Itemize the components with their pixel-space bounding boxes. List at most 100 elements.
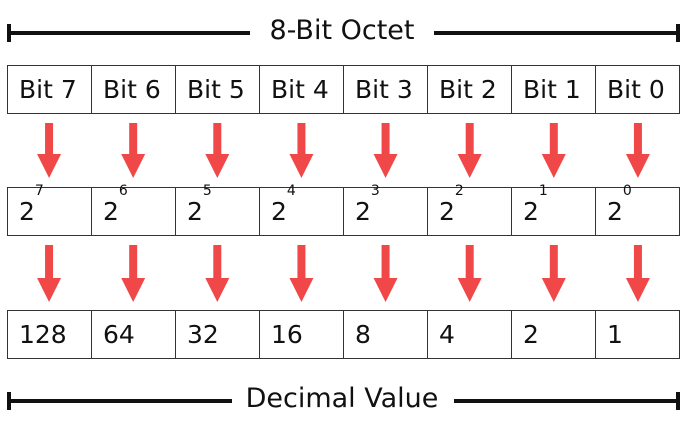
decimal-value: 32 xyxy=(187,320,219,349)
decimal-cell: 128 xyxy=(8,311,92,358)
power-base: 2 xyxy=(439,197,455,226)
decimal-value: 64 xyxy=(103,320,135,349)
decimal-row: 128 64 32 16 8 4 2 1 xyxy=(7,310,680,359)
arrow-group xyxy=(37,123,650,302)
decimal-cell: 2 xyxy=(512,311,596,358)
footer-title: Decimal Value xyxy=(0,383,684,415)
bit-label: Bit 1 xyxy=(523,75,581,104)
down-arrow-icon xyxy=(121,154,146,178)
power-cell: 21 xyxy=(512,184,596,235)
down-arrow-icon xyxy=(541,154,566,178)
decimal-cell: 4 xyxy=(428,311,512,358)
down-arrow-shaft xyxy=(129,123,138,155)
power-base: 2 xyxy=(271,197,287,226)
bit-label: Bit 4 xyxy=(271,75,329,104)
bit-label: Bit 2 xyxy=(439,75,497,104)
power-base: 2 xyxy=(355,197,371,226)
down-arrow-icon xyxy=(457,154,482,178)
power-base: 2 xyxy=(187,197,203,226)
power-cell: 20 xyxy=(596,184,679,235)
down-arrow-icon xyxy=(37,278,62,302)
bit-label-cell: Bit 3 xyxy=(344,66,428,113)
down-arrow-shaft xyxy=(549,123,558,155)
down-arrow-shaft xyxy=(633,123,642,155)
decimal-cell: 1 xyxy=(596,311,679,358)
bit-label-cell: Bit 5 xyxy=(176,66,260,113)
down-arrow-icon xyxy=(373,154,398,178)
bit-label-row: Bit 7 Bit 6 Bit 5 Bit 4 Bit 3 Bit 2 Bit … xyxy=(7,65,680,114)
down-arrow-shaft xyxy=(45,123,54,155)
down-arrow-shaft xyxy=(213,245,222,279)
power-base: 2 xyxy=(103,197,119,226)
header-title-text: 8-Bit Octet xyxy=(261,15,423,46)
power-exponent: 1 xyxy=(538,183,548,199)
down-arrow-icon xyxy=(457,278,482,302)
down-arrow-icon xyxy=(205,154,230,178)
bit-label-cell: Bit 4 xyxy=(260,66,344,113)
header-title: 8-Bit Octet xyxy=(0,15,684,47)
decimal-value: 16 xyxy=(271,320,303,349)
power-cell: 25 xyxy=(176,184,260,235)
decimal-cell: 16 xyxy=(260,311,344,358)
power-exponent: 3 xyxy=(370,183,380,199)
down-arrow-shaft xyxy=(213,123,222,155)
bit-label-cell: Bit 1 xyxy=(512,66,596,113)
down-arrow-shaft xyxy=(465,123,474,155)
footer-bracket xyxy=(7,392,680,410)
down-arrow-shaft xyxy=(633,245,642,279)
down-arrow-icon xyxy=(625,154,650,178)
down-arrow-icon xyxy=(205,278,230,302)
power-base: 2 xyxy=(523,197,539,226)
decimal-cell: 32 xyxy=(176,311,260,358)
footer-title-text: Decimal Value xyxy=(237,383,447,414)
bit-label-cell: Bit 6 xyxy=(92,66,176,113)
down-arrow-shaft xyxy=(297,245,306,279)
decimal-value: 2 xyxy=(523,320,539,349)
bit-label: Bit 3 xyxy=(355,75,413,104)
decimal-cell: 64 xyxy=(92,311,176,358)
power-exponent: 6 xyxy=(118,183,128,199)
power-cell: 22 xyxy=(428,184,512,235)
bit-label: Bit 0 xyxy=(607,75,665,104)
down-arrow-shaft xyxy=(297,123,306,155)
power-cell: 24 xyxy=(260,184,344,235)
bit-label: Bit 7 xyxy=(19,75,77,104)
power-cell: 23 xyxy=(344,184,428,235)
decimal-cell: 8 xyxy=(344,311,428,358)
power-row: 27 26 25 24 23 22 21 20 xyxy=(7,184,680,236)
down-arrow-icon xyxy=(289,154,314,178)
down-arrow-shaft xyxy=(129,245,138,279)
power-cell: 26 xyxy=(92,184,176,235)
down-arrow-shaft xyxy=(381,123,390,155)
power-exponent: 0 xyxy=(622,183,632,199)
power-base: 2 xyxy=(607,197,623,226)
bit-label: Bit 5 xyxy=(187,75,245,104)
power-exponent: 5 xyxy=(202,183,212,199)
power-exponent: 4 xyxy=(286,183,296,199)
bit-label-cell: Bit 2 xyxy=(428,66,512,113)
power-base: 2 xyxy=(19,197,35,226)
down-arrow-icon xyxy=(37,154,62,178)
down-arrow-shaft xyxy=(549,245,558,279)
header-bracket xyxy=(7,24,680,42)
down-arrow-shaft xyxy=(465,245,474,279)
down-arrow-icon xyxy=(625,278,650,302)
down-arrow-icon xyxy=(121,278,146,302)
bit-label: Bit 6 xyxy=(103,75,161,104)
power-exponent: 2 xyxy=(454,183,464,199)
down-arrow-shaft xyxy=(381,245,390,279)
decimal-value: 8 xyxy=(355,320,371,349)
down-arrow-icon xyxy=(289,278,314,302)
down-arrow-icon xyxy=(541,278,566,302)
power-exponent: 7 xyxy=(34,183,44,199)
bit-label-cell: Bit 0 xyxy=(596,66,679,113)
down-arrow-shaft xyxy=(45,245,54,279)
decimal-value: 1 xyxy=(607,320,623,349)
power-cell: 27 xyxy=(8,184,92,235)
bit-label-cell: Bit 7 xyxy=(8,66,92,113)
decimal-value: 4 xyxy=(439,320,455,349)
decimal-value: 128 xyxy=(19,320,67,349)
down-arrow-icon xyxy=(373,278,398,302)
